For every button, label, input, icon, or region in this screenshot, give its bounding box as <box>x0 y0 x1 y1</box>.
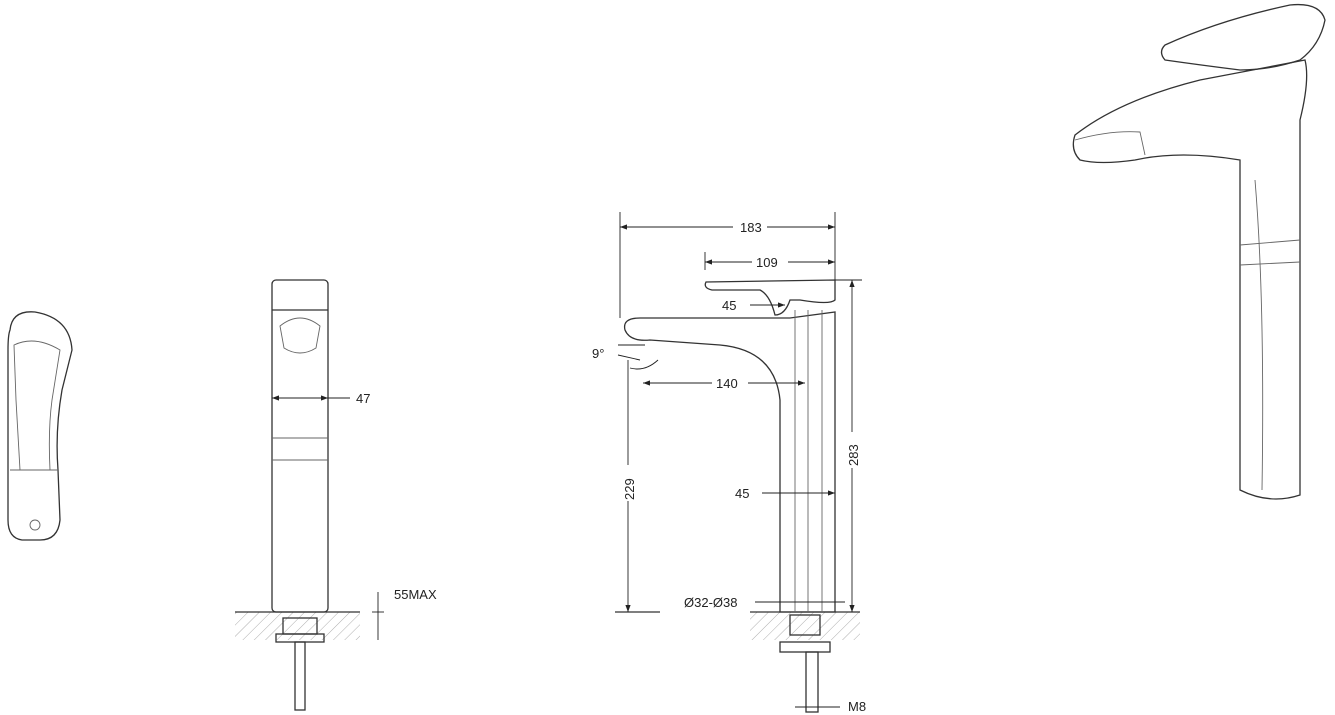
dim-183: 183 <box>740 220 762 235</box>
dim-109: 109 <box>756 255 778 270</box>
dim-229: 229 <box>622 478 637 500</box>
dim-body-45: 45 <box>735 486 749 501</box>
dim-thread-m8: M8 <box>848 699 866 714</box>
dim-55max: 55MAX <box>394 587 437 602</box>
front-view: 47 55MAX <box>235 279 437 711</box>
dim-angle-9: 9° <box>592 346 604 361</box>
lever-handle-view <box>7 311 73 541</box>
side-view: 183 109 45 9° 140 229 283 45 Ø32-Ø38 M8 <box>592 212 866 714</box>
dim-hole-diameter: Ø32-Ø38 <box>684 595 737 610</box>
dim-283: 283 <box>846 444 861 466</box>
dim-140: 140 <box>716 376 738 391</box>
perspective-view <box>1072 3 1326 500</box>
dim-lever-45: 45 <box>722 298 736 313</box>
dim-width-47: 47 <box>356 391 370 406</box>
